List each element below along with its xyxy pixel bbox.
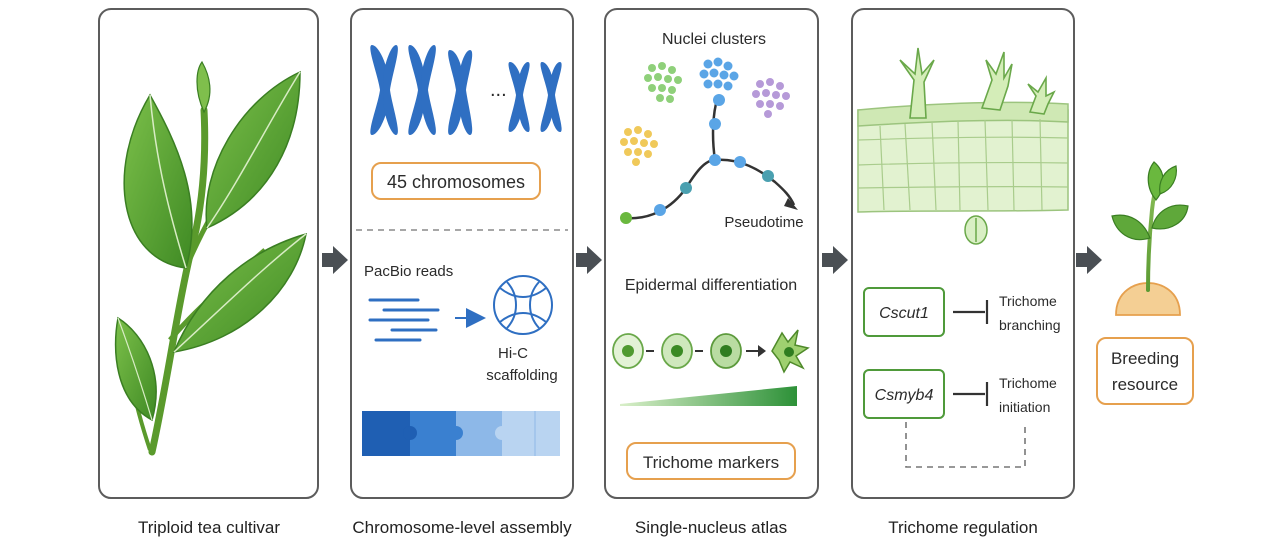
branching-target-line1: Trichome (999, 293, 1057, 309)
gene-box-csmyb4 (863, 369, 945, 419)
cluster-purple (752, 78, 790, 118)
tea-plant-illustration (114, 60, 307, 456)
cluster-yellow (620, 126, 658, 166)
caption-atlas: Single-nucleus atlas (634, 518, 788, 537)
breeding-label-line1: Breeding (1111, 349, 1179, 368)
flow-arrow-1 (322, 246, 348, 274)
trichome-markers-box (626, 442, 796, 480)
epidermal-differentiation-label: Epidermal differentiation (625, 277, 797, 294)
assembly-puzzle-bar (362, 411, 560, 456)
breeding-resource-box (1096, 337, 1194, 405)
gene-name-csmyb4: Csmyb4 (875, 387, 934, 404)
inhibits-initiation-symbol (953, 382, 989, 406)
differentiation-cells (612, 329, 810, 374)
caption-cultivar: Triploid tea cultivar (137, 518, 281, 537)
initiation-target-line2: initiation (999, 399, 1050, 415)
differentiation-gradient-ramp (620, 386, 797, 406)
gene-name-cscut1: Cscut1 (879, 305, 929, 322)
panel-regulation (851, 8, 1075, 499)
inhibits-branching-symbol (953, 300, 989, 324)
chromosome-count-label: 45 chromosomes (387, 172, 525, 192)
caption-assembly: Chromosome-level assembly (352, 518, 572, 537)
cluster-green (644, 62, 682, 103)
chromosome-count-box (371, 162, 541, 200)
flow-arrow-4 (1076, 246, 1102, 274)
breeding-label-line2: resource (1112, 375, 1178, 394)
branching-target-line2: branching (999, 317, 1061, 333)
seedling-icon (1111, 161, 1189, 316)
panel-atlas (604, 8, 819, 499)
pacbio-reads-icon (368, 298, 440, 342)
nuclei-clusters-label: Nuclei clusters (662, 31, 766, 48)
pacbio-reads-label: PacBio reads (364, 263, 453, 280)
feedback-dashed-loop (905, 422, 1026, 468)
panel-assembly (350, 8, 574, 499)
trichome-markers-label: Trichome markers (643, 453, 779, 472)
gene-box-cscut1 (863, 287, 945, 337)
chromosome-ellipsis: ... (490, 79, 507, 101)
flow-arrow-3 (822, 246, 848, 274)
initiation-target-line1: Trichome (999, 375, 1057, 391)
hic-scaffold-icon (493, 275, 553, 335)
caption-regulation: Trichome regulation (888, 518, 1038, 537)
hic-label-line1: Hi-C (498, 345, 528, 362)
chromosome-icons (370, 45, 562, 135)
flow-arrow-2 (576, 246, 602, 274)
pseudotime-trajectory (620, 94, 798, 224)
epidermis-tissue-illustration (857, 47, 1069, 245)
pseudotime-label: Pseudotime (724, 214, 803, 231)
cluster-blue (699, 57, 739, 91)
hic-label-line2: scaffolding (486, 367, 557, 384)
